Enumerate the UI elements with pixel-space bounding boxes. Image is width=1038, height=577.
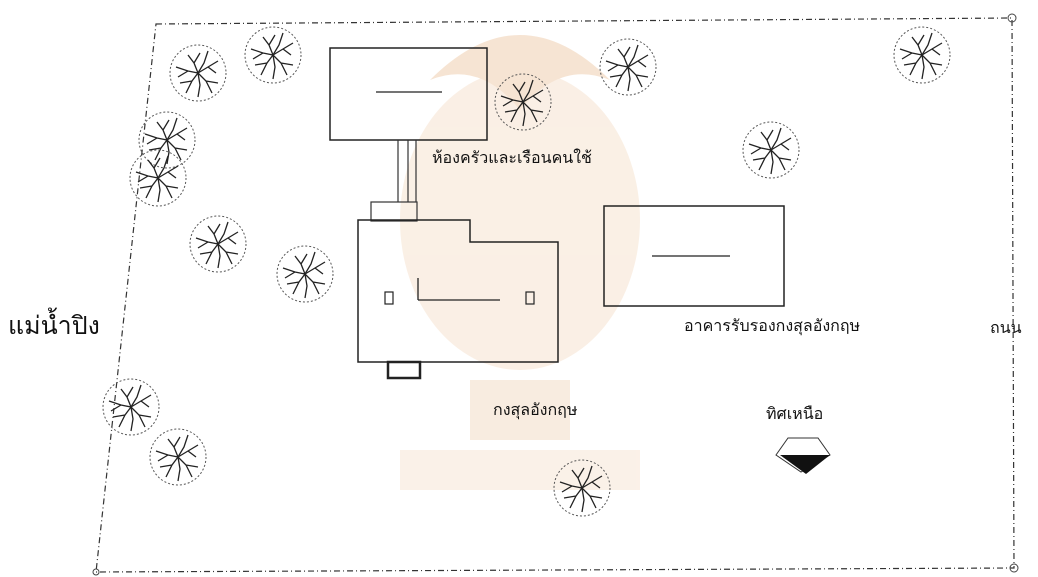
- tree-icon: [189, 215, 247, 273]
- tree-icon: [276, 245, 334, 303]
- tree-icon: [149, 428, 207, 486]
- north-arrow-icon: [775, 437, 831, 474]
- tree-icon: [244, 26, 302, 84]
- north-label: ทิศเหนือ: [766, 404, 824, 423]
- kitchen-label: ห้องครัวและเรือนคนใช้: [432, 148, 592, 167]
- covered-walkway: [370, 140, 418, 222]
- tree-icon: [169, 44, 227, 102]
- site-boundary: [95, 17, 1015, 573]
- entrance-steps: [386, 360, 422, 380]
- tree-icon: [893, 26, 951, 84]
- consul-house: [357, 219, 559, 363]
- watermark-emblem: [400, 35, 640, 490]
- river-label: แม่น้ำปิง: [8, 311, 100, 340]
- tree-icon: [599, 38, 657, 96]
- reception-building: [603, 205, 785, 307]
- road-label: ถนน: [990, 318, 1022, 337]
- consul-house-label: กงสุลอังกฤษ: [493, 400, 578, 419]
- tree-icon: [742, 121, 800, 179]
- tree-icon: [129, 149, 187, 207]
- reception-label: อาคารรับรองกงสุลอังกฤษ: [684, 316, 861, 335]
- tree-icon: [102, 378, 160, 436]
